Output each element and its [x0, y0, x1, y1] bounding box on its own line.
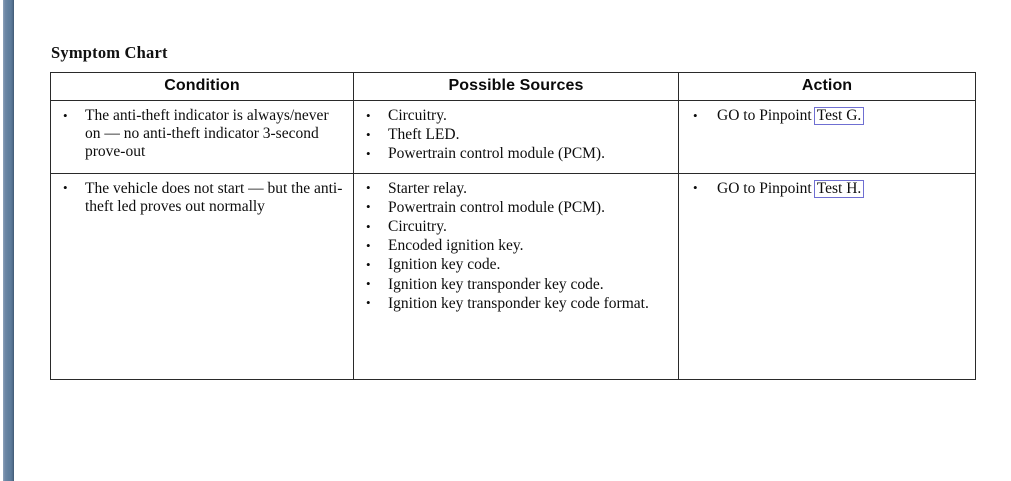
page-title: Symptom Chart [51, 43, 168, 62]
list-item: Ignition key code. [358, 256, 672, 274]
possible-sources-list: Circuitry. Theft LED. Powertrain control… [354, 101, 678, 173]
list-item: The vehicle does not start — but the ant… [55, 179, 347, 216]
column-header-action: Action [678, 72, 976, 101]
list-item: The anti-theft indicator is always/never… [55, 107, 347, 162]
list-item: Circuitry. [358, 106, 672, 125]
list-item: Starter relay. [358, 179, 672, 198]
condition-list: The anti-theft indicator is always/never… [51, 101, 353, 171]
column-header-possible-sources: Possible Sources [353, 72, 679, 101]
possible-sources-list: Starter relay. Powertrain control module… [354, 174, 678, 322]
list-item: Ignition key transponder key code format… [358, 294, 672, 313]
condition-list: The vehicle does not start — but the ant… [51, 174, 353, 225]
table-body: The anti-theft indicator is always/never… [50, 100, 976, 380]
list-item: Theft LED. [358, 126, 672, 144]
action-text: GO to Pinpoint [717, 107, 812, 124]
table-row: The vehicle does not start — but the ant… [50, 172, 976, 380]
cell-possible-sources: Starter relay. Powertrain control module… [353, 172, 679, 380]
list-item: Circuitry. [358, 218, 672, 236]
table-header-row: Condition Possible Sources Action [50, 72, 976, 101]
list-item: Encoded ignition key. [358, 237, 672, 255]
pinpoint-test-link[interactable]: Test G. [813, 107, 865, 125]
symptom-chart-table: Condition Possible Sources Action The an… [50, 72, 976, 380]
table-row: The anti-theft indicator is always/never… [50, 100, 976, 174]
cell-condition: The anti-theft indicator is always/never… [50, 100, 354, 174]
page-side-bar [3, 0, 14, 481]
pinpoint-test-link[interactable]: Test H. [813, 179, 865, 198]
list-item: Ignition key transponder key code. [358, 275, 672, 294]
list-item: Powertrain control module (PCM). [358, 198, 672, 217]
column-header-condition: Condition [50, 72, 354, 101]
list-item: Powertrain control module (PCM). [358, 145, 672, 163]
cell-condition: The vehicle does not start — but the ant… [50, 172, 354, 380]
table-header: Condition Possible Sources Action [50, 72, 976, 101]
action-text: GO to Pinpoint [717, 179, 812, 197]
cell-possible-sources: Circuitry. Theft LED. Powertrain control… [353, 100, 679, 174]
